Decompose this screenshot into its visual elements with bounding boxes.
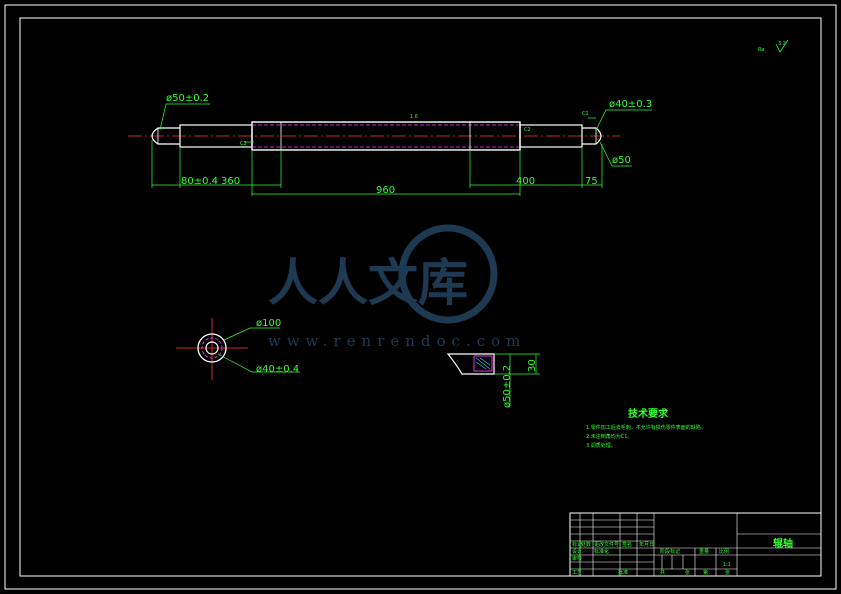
tech-req-item-2: 2.未注倒角均为C1。 [586,433,632,440]
dim-left-section-length: 360 [221,176,240,187]
tb-label-weight: 重量 [699,548,709,555]
detail-view: 30 ø50±0.2 [446,353,540,408]
dim-right-end-dia: ø50 [612,155,631,166]
dim-section-outer-dia: ø100 [256,318,281,329]
dim-detail-height: 30 [527,359,538,372]
dim-right-end-length: 75 [585,176,598,187]
inner-border [19,17,822,577]
tb-label-review: 审核 [572,555,582,562]
dim-left-end-dia: ø50±0.2 [166,93,209,104]
technical-requirements: 技术要求 1.零件加工后去毛刺，不允许有损伤零件表面的缺陷。 2.未注倒角均为C… [586,407,706,449]
right-chamfer-label: C2 [524,127,531,133]
shaft-main-view [128,121,620,151]
tb-label-stage: 阶段标记 [660,548,680,555]
tb-label-standard: 标准化 [594,548,609,555]
tech-req-title: 技术要求 [628,407,669,420]
tech-req-item-3: 3.调质处理。 [586,442,616,449]
tb-label-date: 年月日 [639,541,654,548]
part-name: 辊轴 [773,537,793,550]
watermark-logo-circle [398,224,498,324]
outer-border [4,4,837,590]
watermark: 人人文库 www.renrendoc.com [268,224,526,350]
tb-label-mark: 标记 [572,541,582,548]
tb-label-doc-no: 更改文件号 [594,541,619,548]
dim-right-section-length: 400 [516,176,535,187]
title-block: 辊轴 1:1 标记 处数 更改文件号 签名 年月日 设计 标准化 阶段标记 重量… [569,512,822,577]
tb-label-approve: 批准 [618,569,628,576]
watermark-text: 人人文库 [268,253,468,312]
right-top-mark-label: C1 [582,111,589,117]
main-dimension-texts: ø50±0.2 ø40±0.3 ø50 80±0.4 360 960 400 7… [166,93,652,196]
dim-right-top-dia: ø40±0.3 [609,99,652,110]
section-view: ø100 ø40±0.4 [176,318,300,380]
watermark-url: www.renrendoc.com [268,332,526,350]
main-dimension-lines [151,103,652,196]
detail-outline [446,353,495,375]
tb-label-scale: 比例 [719,548,729,555]
left-chamfer-label: C2 [240,141,247,147]
tb-label-total: 共 [660,569,665,576]
tb-label-sheet-2: 张 [725,569,730,576]
dim-detail-dia: ø50±0.2 [502,365,513,408]
scale-value: 1:1 [723,562,731,568]
section-middle-circle [201,337,223,359]
tech-req-item-1: 1.零件加工后去毛刺，不允许有损伤零件表面的缺陷。 [586,424,706,431]
section-inner-circle [205,341,219,355]
roughness-symbol: Ra 3.2 [758,39,789,53]
dim-center-length: 960 [376,185,395,196]
roughness-value: 3.2 [778,41,786,47]
tb-label-sign: 签名 [622,541,632,548]
center-mark-label: 1.6 [410,114,418,120]
tb-label-process: 工艺 [572,570,582,576]
detail-insert [473,355,493,372]
tb-label-count: 处数 [581,541,591,548]
dim-section-inner-dia: ø40±0.4 [256,364,299,375]
tb-label-design: 设计 [572,548,582,555]
tb-label-sheet: 张 [685,569,690,576]
roughness-prefix: Ra [758,47,764,53]
dim-left-end-length: 80±0.4 [181,176,218,187]
tb-label-no: 第 [703,569,708,576]
section-outer-circle [197,333,227,363]
